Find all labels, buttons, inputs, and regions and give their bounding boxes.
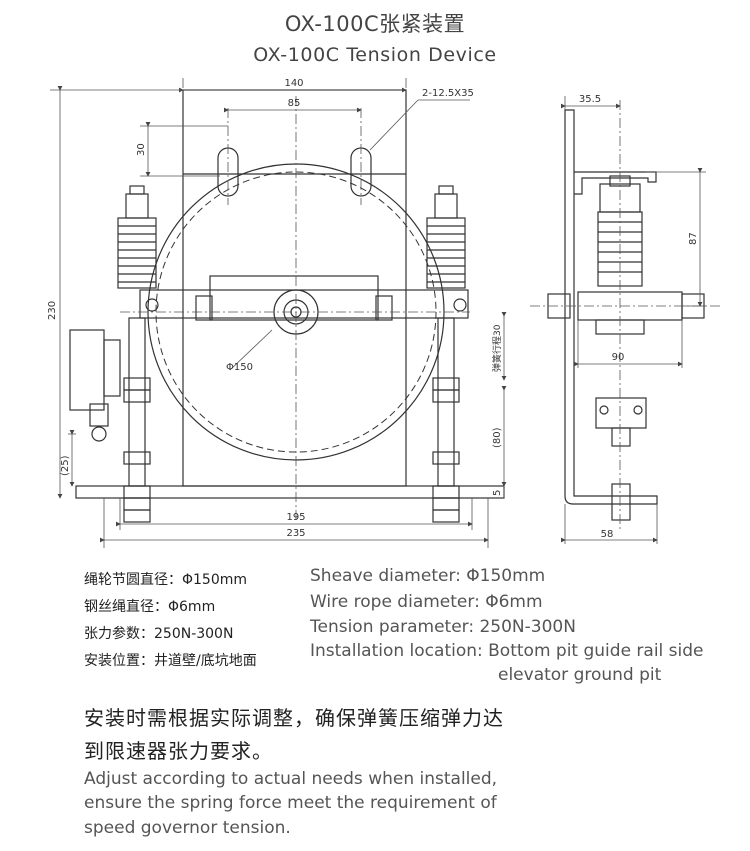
note-cn-line-1: 安装时需根据实际调整，确保弹簧压缩弹力达 — [84, 706, 504, 730]
right-spring — [426, 185, 466, 523]
title-english: OX-100C Tension Device — [253, 44, 497, 66]
dim-85: 85 — [288, 98, 301, 109]
dim-80: (80) — [492, 427, 503, 448]
dim-25: (25) — [60, 455, 71, 476]
title-chinese: OX-100C张紧装置 — [284, 12, 466, 36]
dim-235: 235 — [286, 528, 305, 539]
spec-en-rope: Wire rope diameter: Φ6mm — [310, 592, 543, 612]
dim-58: 58 — [601, 529, 614, 540]
note-en-line-2: ensure the spring force meet the require… — [84, 793, 497, 813]
spec-en-location-2: elevator ground pit — [498, 665, 662, 685]
spec-en-tension: Tension parameter: 250N-300N — [310, 617, 576, 637]
spec-cn-sheave: 绳轮节圆直径：Φ150mm — [84, 572, 248, 588]
base-plate — [75, 485, 505, 499]
side-switch — [595, 397, 647, 429]
spec-cn-location: 安装位置：井道壁/底坑地面 — [84, 653, 257, 669]
front-dimensions: 140 85 2-12.5X35 30 230 Φ150 (25) 195 23… — [47, 78, 503, 539]
spec-cn-tension: 张力参数：250N-300N — [84, 626, 234, 642]
spec-en-sheave: Sheave diameter: Φ150mm — [310, 566, 546, 586]
side-dimensions: 35.5 87 90 58 — [579, 94, 699, 540]
dim-35-5: 35.5 — [579, 94, 601, 105]
spec-cn-rope: 钢丝绳直径：Φ6mm — [84, 599, 216, 615]
note-cn-line-2: 到限速器张力要求。 — [84, 739, 273, 763]
technical-drawing: 140 85 2-12.5X35 30 230 Φ150 (25) 195 23… — [47, 78, 720, 548]
dim-30: 30 — [136, 143, 147, 156]
l-bracket — [564, 109, 658, 505]
note-en-line-1: Adjust according to actual needs when in… — [84, 769, 498, 789]
dim-87: 87 — [688, 232, 699, 245]
mounting-plate — [182, 89, 407, 487]
dim-90: 90 — [612, 352, 625, 363]
dim-holes: 2-12.5X35 — [422, 88, 474, 99]
dim-195: 195 — [286, 512, 305, 523]
left-spring — [117, 185, 157, 523]
limit-switch — [69, 329, 121, 442]
side-view — [547, 109, 705, 521]
dim-140: 140 — [284, 78, 303, 89]
dim-230: 230 — [47, 301, 58, 320]
cross-bar — [139, 289, 469, 319]
spec-en-location: Installation location: Bottom pit guide … — [310, 641, 704, 661]
dim-5: 5 — [492, 490, 503, 496]
dim-150: Φ150 — [226, 362, 253, 373]
note-en-line-3: speed governor tension. — [84, 818, 291, 838]
dim-stroke: 弹簧行程30 — [491, 324, 503, 372]
